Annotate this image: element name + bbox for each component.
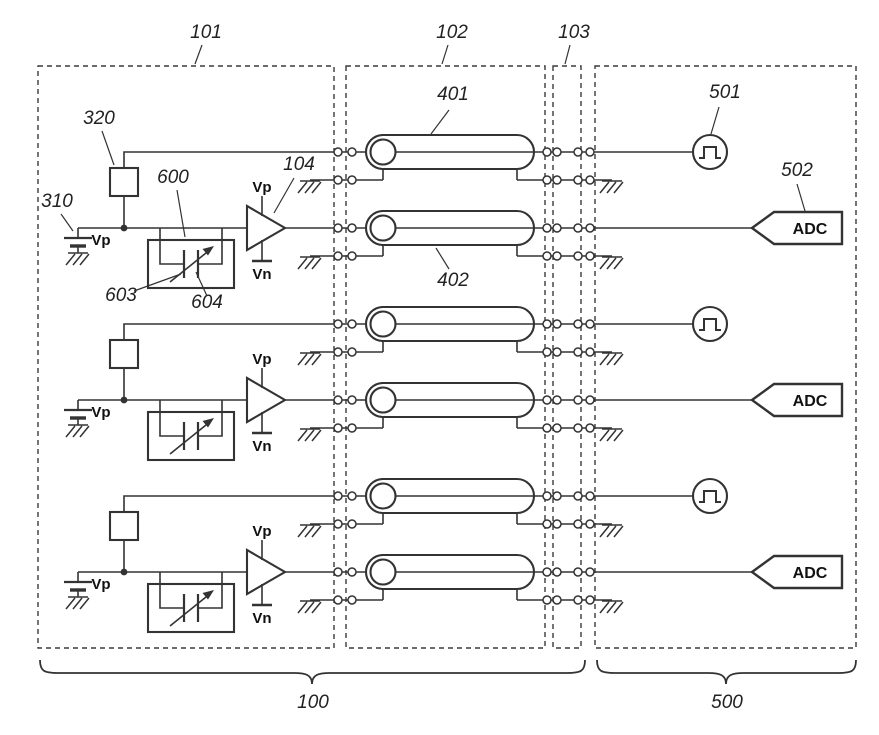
leader-104 (273, 177, 295, 214)
region-box-102 (345, 65, 546, 649)
brace-label-500: 500 (711, 692, 743, 713)
leader-502 (796, 183, 806, 212)
ref-label-103: 103 (558, 22, 590, 43)
brace-500 (596, 659, 857, 685)
region-box-101 (37, 65, 335, 649)
ref-label-320: 320 (83, 108, 115, 129)
leader-320 (101, 130, 115, 166)
brace-100 (39, 659, 586, 685)
channel-2 (64, 307, 842, 460)
leader-102 (441, 44, 449, 65)
ref-label-600: 600 (157, 167, 189, 188)
leader-604 (195, 271, 208, 297)
ref-label-104: 104 (283, 154, 315, 175)
leader-600 (176, 189, 186, 238)
component-reference-labels: 320 310 600 603 604 104 401 402 501 502 (41, 82, 813, 313)
leader-310 (60, 213, 74, 232)
bottom-braces: 100 500 (39, 659, 857, 713)
ref-label-604: 604 (191, 292, 223, 313)
ref-label-603: 603 (105, 285, 137, 306)
ref-label-501: 501 (709, 82, 741, 103)
brace-label-100: 100 (297, 692, 329, 713)
leader-101 (194, 44, 203, 65)
ref-label-502: 502 (781, 160, 813, 181)
leader-402 (435, 247, 450, 270)
region-box-103 (552, 65, 582, 649)
leader-103 (564, 44, 571, 65)
region-reference-labels: 101 102 103 (190, 22, 590, 65)
leader-603 (133, 273, 182, 292)
ref-label-101: 101 (190, 22, 222, 43)
leader-501 (710, 106, 720, 135)
leader-401 (430, 109, 450, 135)
ref-label-401: 401 (437, 84, 469, 105)
region-box-500 (594, 65, 857, 649)
ref-label-402: 402 (437, 270, 469, 291)
ref-label-310: 310 (41, 191, 73, 212)
channel-3 (64, 479, 842, 632)
ref-label-102: 102 (436, 22, 468, 43)
